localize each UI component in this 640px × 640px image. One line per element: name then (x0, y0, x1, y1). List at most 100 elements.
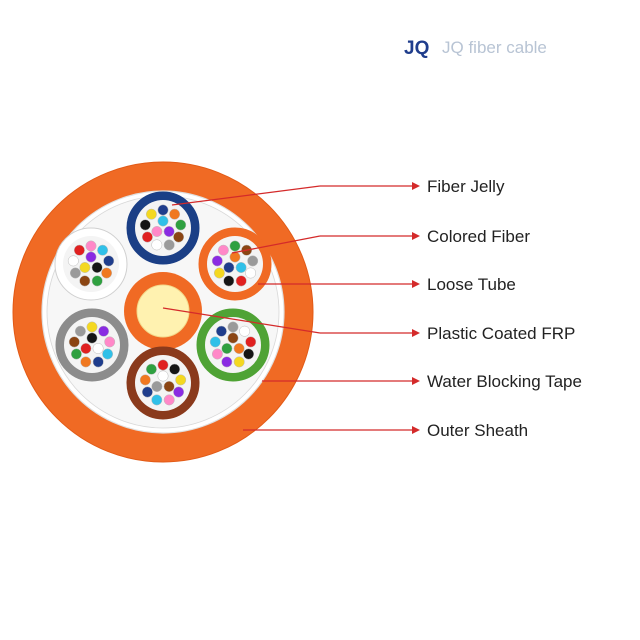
colored-fiber (163, 394, 175, 406)
colored-fiber (157, 359, 169, 371)
colored-fiber (92, 356, 104, 368)
colored-fiber (79, 262, 91, 273)
label-water-blocking-tape: Water Blocking Tape (427, 372, 582, 391)
colored-fiber (213, 267, 225, 279)
colored-fiber (151, 381, 163, 392)
colored-fiber (69, 267, 81, 279)
colored-fiber (209, 336, 221, 348)
colored-fiber (79, 275, 91, 287)
label-colored-fiber: Colored Fiber (427, 227, 530, 246)
colored-fiber (85, 240, 97, 252)
loose-tube-orange (198, 227, 272, 301)
colored-fiber (151, 394, 163, 406)
logo-text: JQ (404, 38, 429, 59)
colored-fiber (227, 321, 239, 333)
jq-logo-icon: JQ (404, 38, 429, 59)
arrow-frp-icon (412, 329, 420, 337)
colored-fiber (211, 348, 223, 360)
colored-fiber (173, 386, 185, 398)
colored-fiber (91, 262, 103, 273)
colored-fiber (163, 239, 175, 251)
colored-fiber (211, 255, 223, 267)
colored-fiber (151, 226, 163, 237)
colored-fiber (73, 244, 85, 256)
arrow-loose-tube-icon (412, 280, 420, 288)
colored-fiber (221, 343, 233, 354)
leader-fiber-jelly (171, 185, 321, 206)
colored-fiber (80, 343, 92, 354)
colored-fiber (151, 239, 163, 251)
colored-fiber (239, 325, 251, 337)
colored-fiber (223, 275, 235, 287)
colored-fiber (243, 348, 255, 360)
loose-tube-brown (126, 346, 200, 420)
colored-fiber (157, 215, 169, 227)
colored-fiber (235, 262, 247, 273)
loose-tubes (54, 191, 272, 420)
label-outer-sheath: Outer Sheath (427, 421, 528, 440)
central-frp (124, 272, 202, 350)
colored-fiber (217, 244, 229, 256)
loose-tube-green (196, 308, 270, 382)
leader-colored-fiber (231, 235, 321, 254)
colored-fiber (102, 348, 114, 360)
arrow-colored-fiber-icon (412, 232, 420, 240)
colored-fiber (80, 356, 92, 368)
colored-fiber (92, 343, 104, 354)
colored-fiber (163, 381, 175, 392)
label-loose-tube: Loose Tube (427, 275, 516, 294)
colored-fiber (141, 231, 153, 243)
colored-fiber (175, 374, 187, 386)
colored-fiber (157, 370, 169, 382)
watermark-text: JQ fiber cable (442, 38, 547, 57)
colored-fiber (157, 204, 169, 216)
arrow-outer-sheath-icon (412, 426, 420, 434)
watermark: JQ JQ fiber cable (404, 38, 547, 59)
colored-fiber (247, 255, 259, 267)
loose-tube-blue (126, 191, 200, 265)
colored-fiber (141, 386, 153, 398)
colored-fiber (139, 374, 151, 386)
colored-fiber (229, 251, 241, 263)
colored-fiber (233, 356, 245, 368)
colored-fiber (169, 363, 181, 375)
loose-tube-gray (55, 308, 129, 382)
arrow-fiber-jelly-icon (412, 182, 420, 190)
colored-fiber (245, 336, 257, 348)
colored-fiber (70, 348, 82, 360)
colored-fiber (223, 262, 235, 273)
colored-fiber (235, 275, 247, 287)
colored-fiber (173, 231, 185, 243)
colored-fiber (86, 321, 98, 333)
colored-fiber (145, 363, 157, 375)
colored-fiber (103, 255, 115, 267)
colored-fiber (91, 275, 103, 287)
colored-fiber (67, 255, 79, 267)
colored-fiber (98, 325, 110, 337)
label-plastic-coated-frp: Plastic Coated FRP (427, 324, 575, 343)
colored-fiber (68, 336, 80, 348)
colored-fiber (145, 208, 157, 220)
colored-fiber (233, 343, 245, 354)
colored-fiber (97, 244, 109, 256)
colored-fiber (86, 332, 98, 344)
colored-fiber (229, 240, 241, 252)
colored-fiber (215, 325, 227, 337)
label-fiber-jelly: Fiber Jelly (427, 177, 505, 196)
arrow-water-blocking-tape-icon (412, 377, 420, 385)
colored-fiber (101, 267, 113, 279)
leader-frp (162, 307, 321, 334)
colored-fiber (104, 336, 116, 348)
colored-fiber (74, 325, 86, 337)
colored-fiber (139, 219, 151, 231)
colored-fiber (175, 219, 187, 231)
colored-fiber (169, 208, 181, 220)
colored-fiber (163, 226, 175, 237)
colored-fiber (227, 332, 239, 344)
colored-fiber (245, 267, 257, 279)
colored-fiber (221, 356, 233, 368)
loose-tube-white (54, 227, 128, 301)
frp-core (136, 284, 190, 338)
callouts: Fiber Jelly Colored Fiber Loose Tube Pla… (162, 177, 582, 440)
